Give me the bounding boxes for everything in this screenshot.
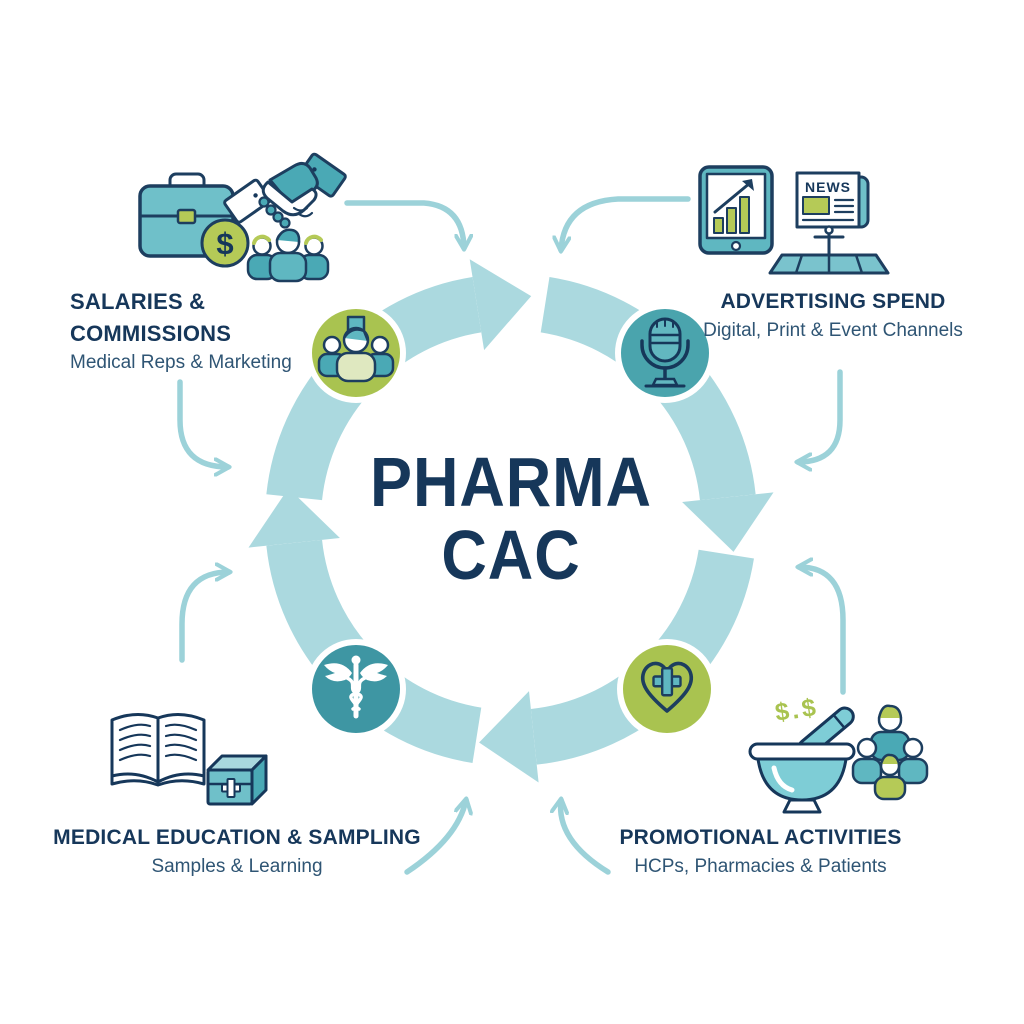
coin-dollar-glyph: $ [216, 226, 233, 261]
advertising-heading: ADVERTISING SPEND [720, 290, 946, 313]
promotional-heading: PROMOTIONAL ACTIVITIES [619, 826, 902, 849]
cycle-node-caduceus [306, 639, 406, 739]
mortar-pestle-icon [748, 706, 856, 814]
first-aid-box-icon [206, 754, 268, 806]
advertising-icon-group: NEWS [698, 165, 890, 275]
newspaper-icon: NEWS [795, 171, 870, 229]
connector-arrow-right-upper [798, 369, 843, 462]
advertising-subheading: Digital, Print & Event Channels [703, 320, 963, 341]
salaries-label-block: SALARIES & COMMISSIONS Medical Reps & Ma… [70, 286, 390, 376]
education-subheading: Samples & Learning [151, 856, 323, 877]
open-book-icon [110, 713, 206, 787]
cycle-node-heart-cross [617, 639, 717, 739]
connector-arrow-left-lower [179, 572, 229, 663]
cycle-node-microphone [615, 303, 715, 403]
handshake-icon [223, 152, 347, 229]
medical-reps-icon [317, 315, 395, 383]
sales-team-icon [246, 228, 330, 283]
education-icon-group [110, 713, 268, 806]
center-title: PHARMA CAC [340, 446, 682, 592]
heart-cross-icon [640, 661, 694, 713]
ring-arrowhead-right [682, 492, 774, 552]
cycle-node-medical-reps [306, 303, 406, 403]
ring-arrowhead-left [248, 488, 340, 548]
center-title-line2: CAC [441, 516, 581, 594]
center-title-line1: PHARMA [370, 443, 652, 521]
connector-arrow-top-left [344, 200, 464, 248]
salaries-heading-line2: COMMISSIONS [70, 321, 232, 346]
salaries-subheading: Medical Reps & Marketing [70, 352, 292, 373]
ring-arrowhead-top [469, 259, 532, 351]
promotional-label-block: PROMOTIONAL ACTIVITIES HCPs, Pharmacies … [608, 822, 913, 880]
news-label: NEWS [805, 179, 851, 195]
promotional-icon-group: $.$ [748, 693, 929, 814]
patients-group-icon [851, 704, 929, 801]
tablet-chart-icon [698, 165, 774, 255]
microphone-icon [640, 317, 690, 388]
dollar-steam-icon: $.$ [773, 693, 820, 727]
connector-arrow-bottom-left [404, 800, 466, 875]
caduceus-icon [324, 655, 388, 719]
event-booth-icon [768, 225, 890, 275]
education-heading: MEDICAL EDUCATION & SAMPLING [53, 826, 421, 849]
connector-arrow-right-lower [799, 567, 846, 695]
connector-arrow-bottom-right [561, 800, 611, 875]
dollar-coin-icon: $ [200, 218, 250, 268]
salaries-heading-line1: SALARIES & [70, 289, 206, 314]
advertising-label-block: ADVERTISING SPEND Digital, Print & Event… [688, 286, 978, 344]
promotional-subheading: HCPs, Pharmacies & Patients [634, 856, 887, 877]
connector-arrow-top-right [561, 196, 691, 250]
connector-arrows [177, 196, 846, 875]
salaries-icon-group: $ [138, 152, 347, 283]
ring-arrowhead-bottom [479, 691, 539, 783]
connector-arrow-left-upper [177, 379, 228, 467]
education-label-block: MEDICAL EDUCATION & SAMPLING Samples & L… [52, 822, 422, 880]
